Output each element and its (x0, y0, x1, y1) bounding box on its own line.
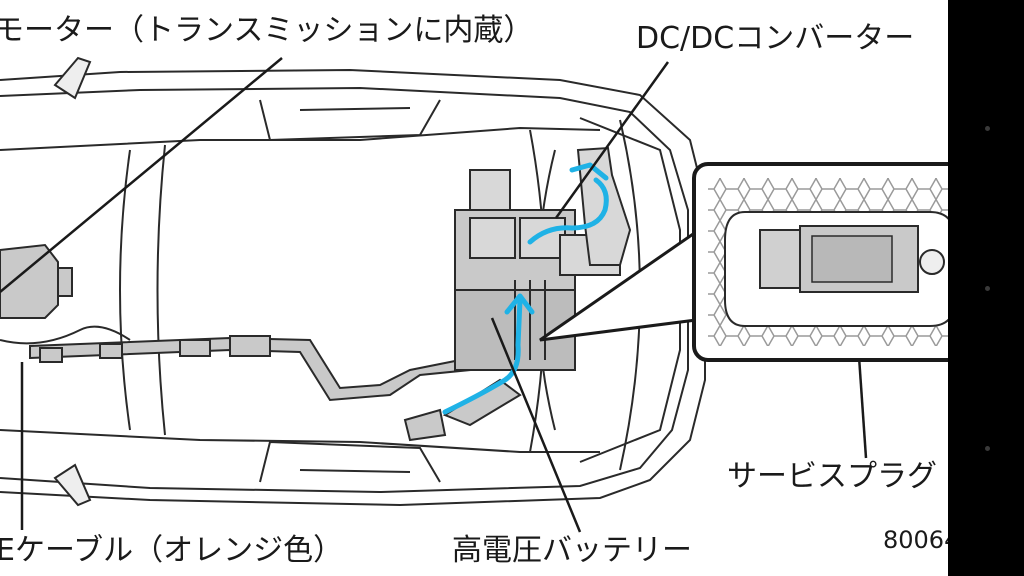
flow-arrows (442, 162, 609, 415)
dcdc-converter-label: DC/DCコンバーター (636, 21, 915, 56)
nav-dot-3 (985, 446, 990, 451)
mirror-bottom (53, 463, 92, 507)
motor-label: モーター（トランスミッションに内蔵） (0, 13, 534, 48)
nav-dot-2 (985, 286, 990, 291)
motor-unit (0, 243, 73, 319)
service-plug-inset (692, 162, 948, 362)
service-plug-label: サービスプラグ (727, 459, 937, 494)
hv-cable-label: Eケーブル（オレンジ色） (0, 533, 344, 568)
figure-code: 80064 (883, 526, 948, 554)
diagram-canvas: モーター（トランスミッションに内蔵） DC/DCコンバーター サービスプラグ E… (0, 13, 948, 568)
battery-pack (454, 146, 632, 371)
mirror-top (53, 56, 92, 100)
car-diagram (0, 56, 948, 533)
hv-battery-label: 高電圧バッテリー (452, 533, 692, 568)
car-body (0, 68, 706, 507)
nav-dot-1 (985, 126, 990, 131)
hv-cable (0, 288, 522, 442)
